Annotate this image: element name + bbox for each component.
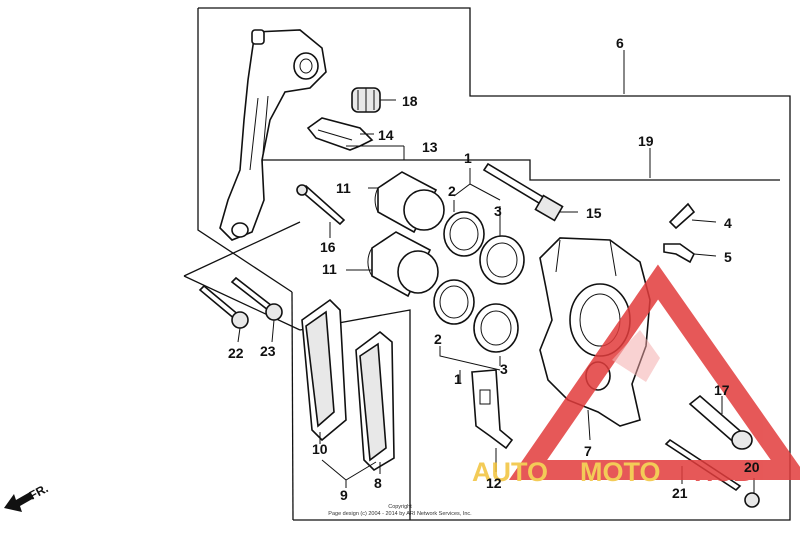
callout-17: 17 [714, 382, 730, 398]
leader-lines [237, 50, 755, 494]
callout-4: 4 [724, 215, 732, 231]
callout-22: 22 [228, 345, 244, 361]
callout-21: 21 [672, 485, 688, 501]
callout-18: 18 [402, 93, 418, 109]
callout-13: 13 [422, 139, 438, 155]
pin-bolt [482, 162, 564, 222]
callout-20: 20 [744, 459, 760, 475]
callout-8: 8 [374, 475, 382, 491]
callout-6: 6 [616, 35, 624, 51]
bleeder-valve [668, 202, 696, 230]
pad-spring [306, 117, 374, 151]
callout-1-lower: 1 [454, 371, 462, 387]
slide-pin [688, 394, 753, 450]
callout-10: 10 [312, 441, 328, 457]
callout-19: 19 [638, 133, 654, 149]
piston-upper [374, 171, 445, 234]
copyright-notice: Copyright Page design (c) 2004 - 2014 by… [328, 504, 472, 517]
callout-5: 5 [724, 249, 732, 265]
callout-11-upper: 11 [336, 180, 351, 196]
bleeder-cap [663, 243, 696, 264]
bolt-22 [198, 284, 249, 329]
seal-lower [433, 279, 475, 325]
callout-3-upper: 3 [494, 203, 502, 219]
callout-11-lower: 11 [322, 261, 337, 277]
seal-upper [443, 211, 485, 257]
brake-pad-inner [355, 330, 395, 472]
bolt-16 [296, 184, 346, 226]
watermark-word-moto: MOTO [580, 457, 661, 487]
pad-pin-plug [744, 492, 760, 508]
callout-15: 15 [586, 205, 602, 221]
watermark-word-hub: HUB [694, 457, 753, 487]
callout-3-lower: 3 [500, 361, 508, 377]
piston-seal-upper [479, 235, 525, 285]
callout-9: 9 [340, 487, 348, 503]
callout-2-upper: 2 [448, 183, 456, 199]
callout-16: 16 [320, 239, 336, 255]
caliper-bracket [219, 29, 327, 241]
callout-14: 14 [378, 127, 394, 143]
copyright-line-1: Copyright [388, 504, 412, 510]
callout-23: 23 [260, 343, 276, 359]
piston-lower [367, 231, 439, 298]
piston-seal-lower [473, 303, 519, 353]
pad-retainer [471, 369, 514, 450]
brake-pad-outer [301, 298, 347, 442]
callout-12: 12 [486, 475, 502, 491]
callout-1-upper: 1 [464, 150, 472, 166]
callout-2-lower: 2 [434, 331, 442, 347]
watermark-word-auto: AUTO [472, 457, 548, 487]
watermark-logo: AUTO MOTO HUB [472, 264, 800, 487]
copyright-line-2: Page design (c) 2004 - 2014 by ARI Netwo… [328, 511, 472, 517]
front-direction-arrow: FR. [4, 481, 50, 512]
pin-boot [351, 87, 381, 113]
callout-labels: 6 18 14 13 19 1 11 2 3 15 4 16 5 11 22 2… [228, 35, 760, 503]
callout-7: 7 [584, 443, 592, 459]
